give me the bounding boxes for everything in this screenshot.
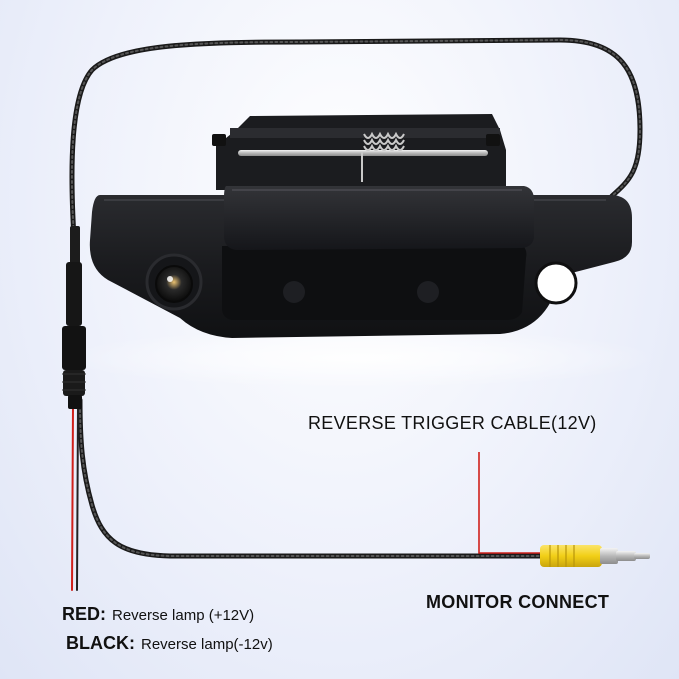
reverse-trigger-label: REVERSE TRIGGER CABLE(12V) xyxy=(308,413,597,433)
handle-bracket xyxy=(212,114,506,190)
legend-red-key: RED: xyxy=(62,604,106,624)
legend-red-row: RED: Reverse lamp (+12V) xyxy=(62,604,254,625)
video-cable xyxy=(69,37,643,241)
legend-black-row: BLACK: Reverse lamp(-12v) xyxy=(66,633,273,654)
power-wires xyxy=(71,404,79,591)
inline-connector xyxy=(62,226,86,409)
legend-black-key: BLACK: xyxy=(66,633,135,653)
camera-lens-icon xyxy=(145,253,203,311)
trigger-wire xyxy=(478,452,540,554)
floor-reflection xyxy=(60,328,660,388)
rca-plug-icon xyxy=(540,545,650,567)
legend-black-text: Reverse lamp(-12v) xyxy=(141,636,273,653)
keyhole-icon xyxy=(534,261,578,305)
video-cable-lower xyxy=(77,397,548,559)
tailgate-handle xyxy=(89,186,633,338)
legend-red-text: Reverse lamp (+12V) xyxy=(112,607,255,624)
monitor-connect-label: MONITOR CONNECT xyxy=(426,592,610,612)
